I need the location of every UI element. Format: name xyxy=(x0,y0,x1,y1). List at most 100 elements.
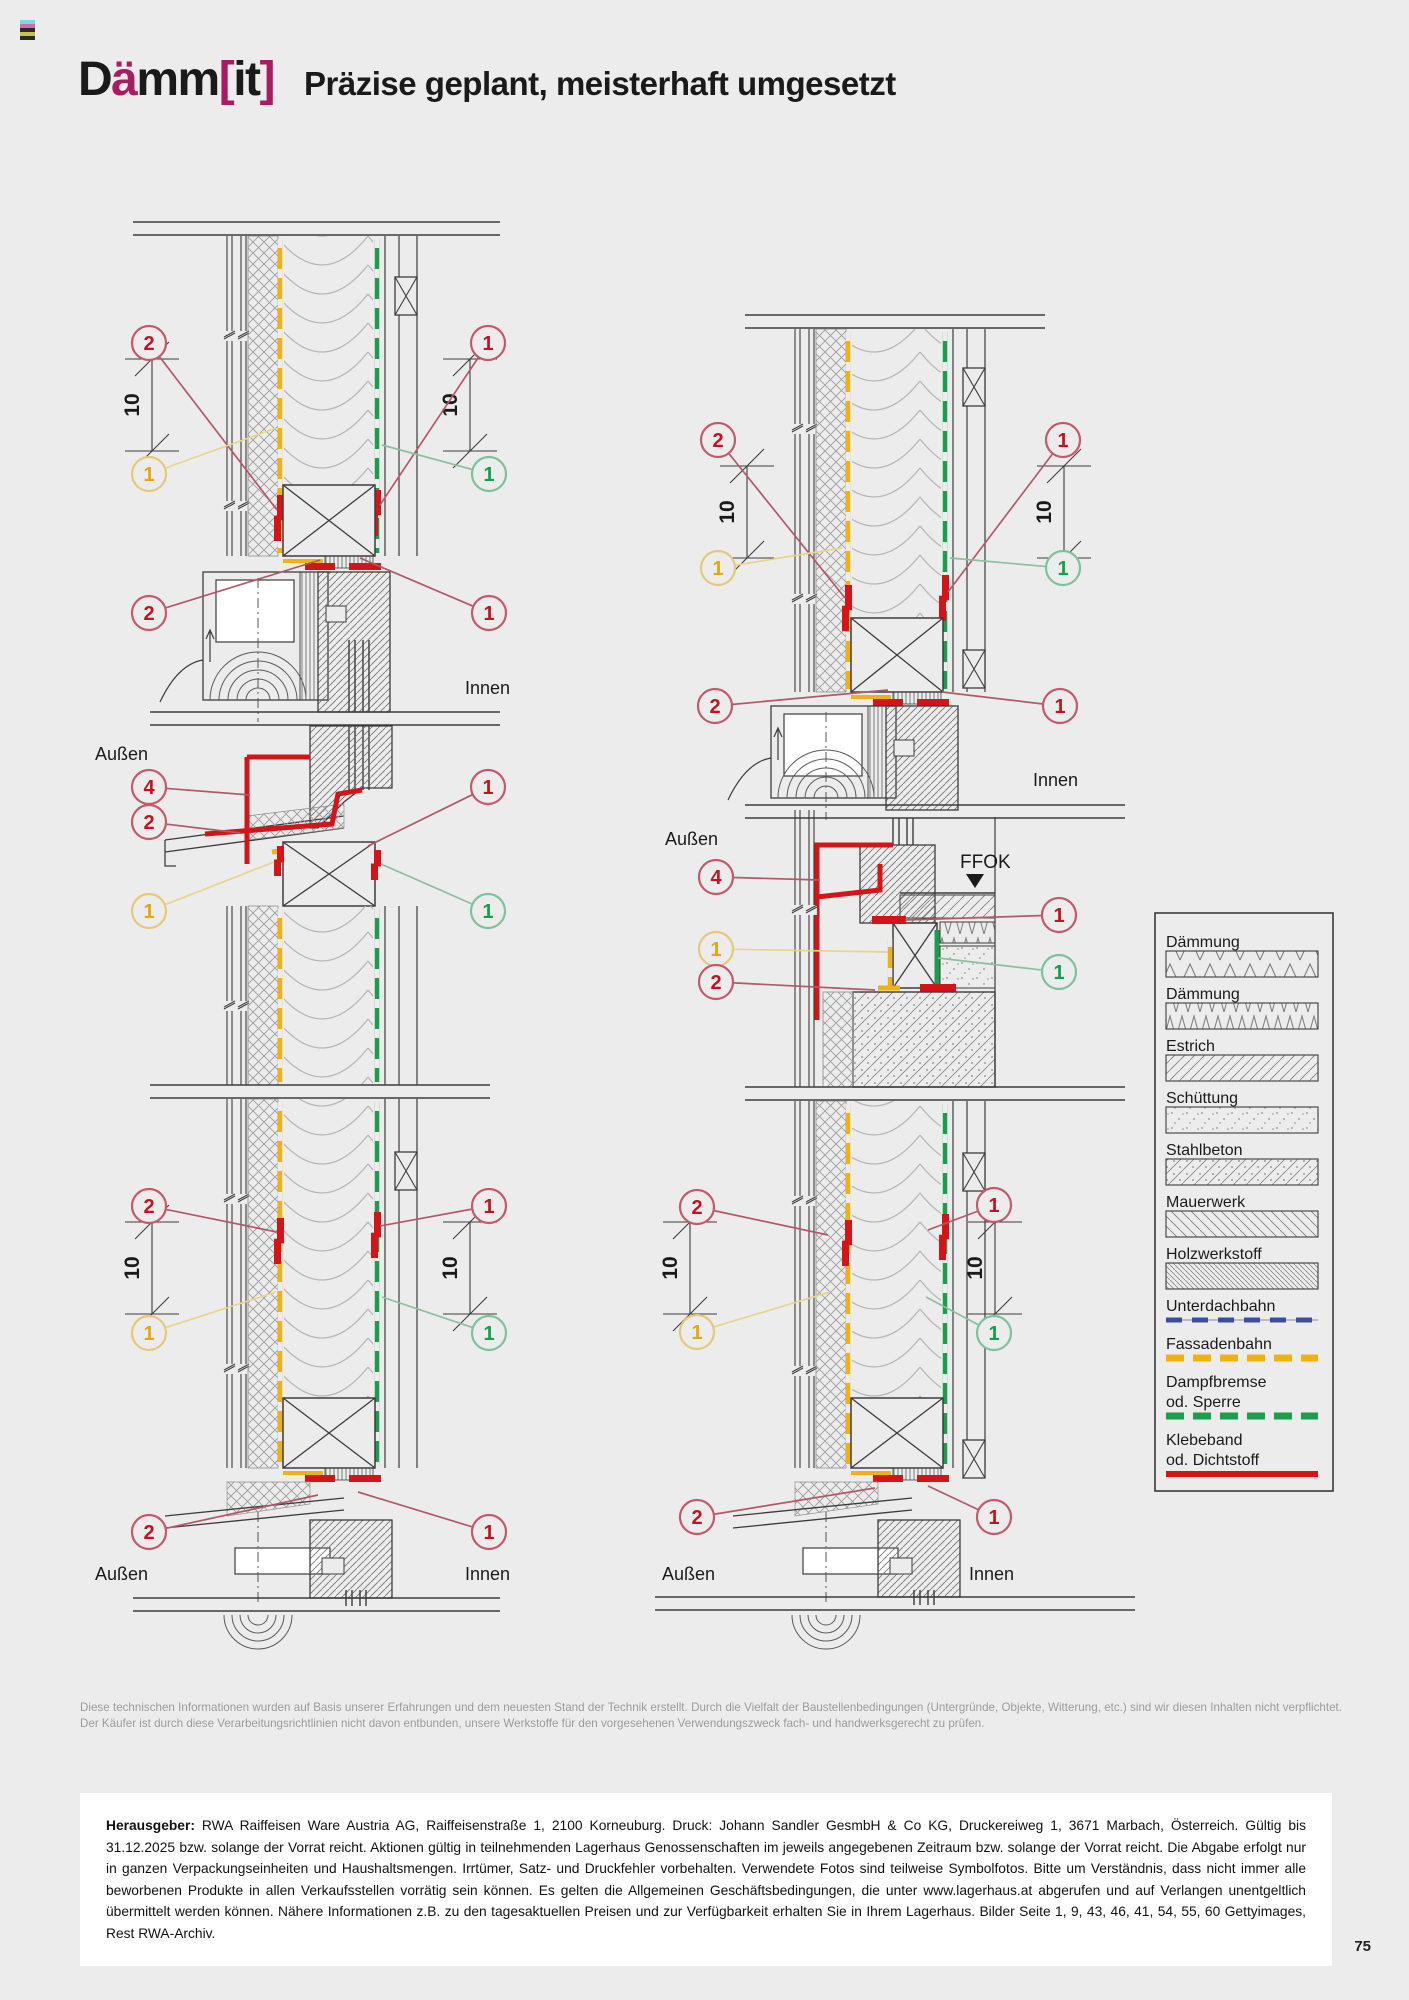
sealing-tape xyxy=(917,1475,949,1482)
dimension-value: 10 xyxy=(659,1256,682,1279)
sealing-tape xyxy=(842,1240,849,1266)
batten-break xyxy=(791,423,804,433)
callout-leader xyxy=(941,691,1043,705)
shutter-coil xyxy=(815,1614,837,1626)
shutter-housing xyxy=(215,579,295,643)
blocking xyxy=(394,276,418,316)
legend-box xyxy=(1154,912,1334,1492)
brand-logo-part: mm xyxy=(136,53,220,106)
sealing-tape xyxy=(305,1475,335,1482)
batten-break xyxy=(223,500,236,510)
frame-notch xyxy=(893,739,915,757)
callout-ring-red xyxy=(130,324,168,362)
callout-leader xyxy=(732,689,889,706)
sealing-tape xyxy=(374,1212,381,1238)
legend-label: Dampfbremse xyxy=(1166,1374,1267,1391)
callout-number: 4 xyxy=(710,867,722,889)
dimension-value: 10 xyxy=(716,500,739,523)
holz-strip xyxy=(867,705,887,799)
callout-leader xyxy=(367,794,473,847)
callout-leader xyxy=(165,559,321,609)
drawing-label-innen: Innen xyxy=(1033,770,1078,790)
legend-swatch-stipple xyxy=(1165,1106,1319,1134)
drawing-label-aussen: Außen xyxy=(95,1564,148,1584)
dimension-value: 10 xyxy=(439,1256,462,1279)
legend-swatch-holz xyxy=(1165,1262,1319,1290)
sealing-tape xyxy=(277,846,284,863)
brand-logo: Dämm[it] xyxy=(78,52,276,107)
disclaimer-text: Diese technischen Informationen wurden a… xyxy=(80,1701,1342,1730)
callout-ring-red xyxy=(130,1187,168,1225)
batten-break xyxy=(223,1363,236,1373)
callout-ring-red xyxy=(1040,896,1078,934)
air-arrow xyxy=(205,628,215,662)
drawing-label-innen: Innen xyxy=(969,1564,1014,1584)
callout-leader xyxy=(713,1291,831,1328)
callout-leader xyxy=(947,453,1053,593)
callout-ring-green xyxy=(1044,549,1082,587)
callout-number: 2 xyxy=(143,603,154,625)
legend-label: Dämmung xyxy=(1166,934,1240,951)
legend-label: Dämmung xyxy=(1166,986,1240,1003)
callout-leader xyxy=(735,547,843,566)
callout-number: 1 xyxy=(483,464,494,486)
cross-braced-panel xyxy=(892,922,938,989)
callout-leader xyxy=(714,1209,829,1236)
sealing-tape xyxy=(305,563,335,570)
legend-swatch-mauerwerk xyxy=(1165,1210,1319,1238)
callout-ring-yellow xyxy=(130,455,168,493)
frame-notch xyxy=(325,605,347,623)
callout-number: 1 xyxy=(143,464,154,486)
daemmung-band xyxy=(815,328,847,693)
brand-logo-part: it xyxy=(233,53,261,106)
callout-number: 2 xyxy=(709,696,720,718)
legend-label: Estrich xyxy=(1166,1038,1215,1055)
sealing-tape xyxy=(920,984,956,992)
callout-number: 1 xyxy=(143,901,154,923)
callout-leader xyxy=(165,1291,277,1329)
sealing-tape xyxy=(845,1220,852,1246)
callout-ring-green xyxy=(469,892,507,930)
legend-swatch-stahlbeton xyxy=(1165,1158,1319,1186)
callout-number: 1 xyxy=(988,1195,999,1217)
sealing-tape xyxy=(274,1238,281,1264)
callout-ring-green xyxy=(470,1314,508,1352)
cross-braced-panel xyxy=(282,841,376,907)
dimension-mark xyxy=(672,1296,708,1332)
drawing-label-aussen: Außen xyxy=(95,744,148,764)
batten-break xyxy=(223,1193,236,1203)
callout-leader xyxy=(166,1208,278,1233)
imprint-box: Herausgeber: RWA Raiffeisen Ware Austria… xyxy=(80,1793,1332,1967)
blocking xyxy=(394,1151,418,1191)
window-frame xyxy=(317,571,391,713)
callout-number: 1 xyxy=(483,1522,494,1544)
callout-number: 1 xyxy=(1053,905,1064,927)
callout-leader xyxy=(165,427,277,469)
callout-ring-red xyxy=(470,1187,508,1225)
vent-duct xyxy=(159,659,204,703)
callout-leader xyxy=(927,1210,978,1231)
callout-number: 2 xyxy=(143,812,154,834)
batten-break xyxy=(223,1000,236,1010)
shutter-coil xyxy=(247,1614,269,1626)
sealing-line xyxy=(204,754,363,864)
sealing-tape xyxy=(274,515,281,541)
cross-braced-panel xyxy=(850,617,944,693)
brand-logo-part: ] xyxy=(259,53,276,106)
legend-label: Schüttung xyxy=(1166,1090,1238,1107)
drawing-label-innen: Innen xyxy=(465,678,510,698)
sealing-tape xyxy=(274,859,281,876)
page-title: Präzise geplant, meisterhaft umgesetzt xyxy=(304,65,896,102)
callout-number: 2 xyxy=(710,972,721,994)
frame-notch xyxy=(321,1557,345,1575)
dimension-mark xyxy=(729,448,765,484)
print-registration-mark xyxy=(20,20,35,40)
callout-leader xyxy=(733,948,889,953)
callout-ring-red xyxy=(470,1513,508,1551)
callout-number: 1 xyxy=(988,1323,999,1345)
vent-duct xyxy=(727,757,772,801)
daemmung-band xyxy=(815,1100,847,1469)
dimension-value: 10 xyxy=(964,1256,987,1279)
callout-number: 1 xyxy=(482,333,493,355)
callout-ring-red xyxy=(130,1513,168,1551)
